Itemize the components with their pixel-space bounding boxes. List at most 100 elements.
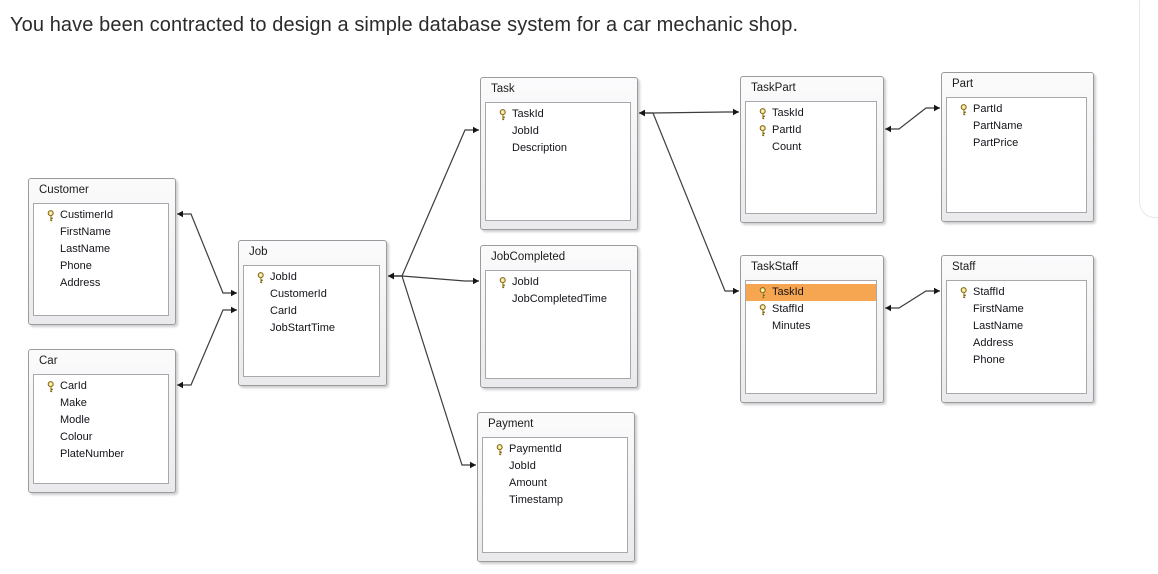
field-label: PartName [973,120,1023,132]
field-staffid[interactable]: StaffId [947,284,1086,301]
relationship-arrowhead [733,108,739,116]
field-address[interactable]: Address [947,335,1086,352]
field-jobid[interactable]: JobId [244,269,379,286]
field-description[interactable]: Description [486,140,630,157]
field-address[interactable]: Address [34,275,168,292]
field-timestamp[interactable]: Timestamp [483,492,627,509]
field-phone[interactable]: Phone [947,352,1086,369]
field-label: JobCompletedTime [512,293,607,305]
field-jobstarttime[interactable]: JobStartTime [244,320,379,337]
field-label: Minutes [772,320,811,332]
field-customerid[interactable]: CustomerId [244,286,379,303]
field-jobid[interactable]: JobId [483,458,627,475]
field-label: LastName [60,243,111,255]
field-jobid[interactable]: JobId [486,123,630,140]
relationship-arrowhead [177,381,183,389]
relationship-line-car-job [177,309,237,386]
relationship-arrowhead [470,461,476,469]
field-label: Description [512,142,568,154]
field-label: Phone [973,354,1005,366]
field-label: CustomerId [270,288,327,300]
table-title: Staff [952,261,976,273]
field-custimerid[interactable]: CustimerId [34,207,168,224]
field-phone[interactable]: Phone [34,258,168,275]
relationship-arrowhead [934,104,940,112]
table-title: JobCompleted [491,251,566,263]
field-partid[interactable]: PartId [947,101,1086,118]
primary-key-icon [493,108,512,121]
field-lastname[interactable]: LastName [947,318,1086,335]
field-amount[interactable]: Amount [483,475,627,492]
field-platenumber[interactable]: PlateNumber [34,446,168,463]
primary-key-icon [753,107,772,120]
field-label: StaffId [973,286,1005,298]
field-modle[interactable]: Modle [34,412,168,429]
relationship-arrowhead [885,304,891,312]
primary-key-icon [251,271,270,284]
field-taskid[interactable]: TaskId [746,105,876,122]
relationship-arrowhead [388,272,394,280]
relationship-arrowhead [639,109,645,117]
relationship-arrowhead [177,210,183,218]
field-label: LastName [973,320,1024,332]
field-paymentid[interactable]: PaymentId [483,441,627,458]
field-label: CustimerId [60,209,114,221]
field-label: JobStartTime [270,322,336,334]
field-jobcompletedtime[interactable]: JobCompletedTime [486,291,630,308]
field-partname[interactable]: PartName [947,118,1086,135]
relationship-line-job-payment [388,275,476,466]
field-colour[interactable]: Colour [34,429,168,446]
field-label: Phone [60,260,92,272]
field-partid[interactable]: PartId [746,122,876,139]
relationship-line-customer-job [177,213,237,294]
field-label: Modle [60,414,90,426]
field-staffid[interactable]: StaffId [746,301,876,318]
primary-key-icon [753,303,772,316]
field-carid[interactable]: CarId [244,303,379,320]
field-firstname[interactable]: FirstName [947,301,1086,318]
field-label: Amount [509,477,547,489]
field-label: Timestamp [509,494,563,506]
field-jobid[interactable]: JobId [486,274,630,291]
primary-key-icon [41,380,60,393]
relationship-arrowhead [231,306,237,314]
field-label: Colour [60,431,93,443]
field-minutes[interactable]: Minutes [746,318,876,335]
field-lastname[interactable]: LastName [34,241,168,258]
field-label: CarId [270,305,297,317]
field-label: Count [772,141,802,153]
field-count[interactable]: Count [746,139,876,156]
field-partprice[interactable]: PartPrice [947,135,1086,152]
field-label: JobId [509,460,536,472]
table-title: Car [39,355,58,367]
field-carid[interactable]: CarId [34,378,168,395]
table-title: Task [491,83,515,95]
table-title: Job [249,246,268,258]
field-label: JobId [270,271,297,283]
field-taskid[interactable]: TaskId [486,106,630,123]
field-firstname[interactable]: FirstName [34,224,168,241]
field-label: PartId [973,103,1003,115]
field-label: Address [60,277,101,289]
field-make[interactable]: Make [34,395,168,412]
field-taskid[interactable]: TaskId [746,284,876,301]
field-label: Address [973,337,1014,349]
page-heading: You have been contracted to design a sim… [10,14,799,36]
field-label: TaskId [772,107,804,119]
relationship-arrowhead [473,126,479,134]
